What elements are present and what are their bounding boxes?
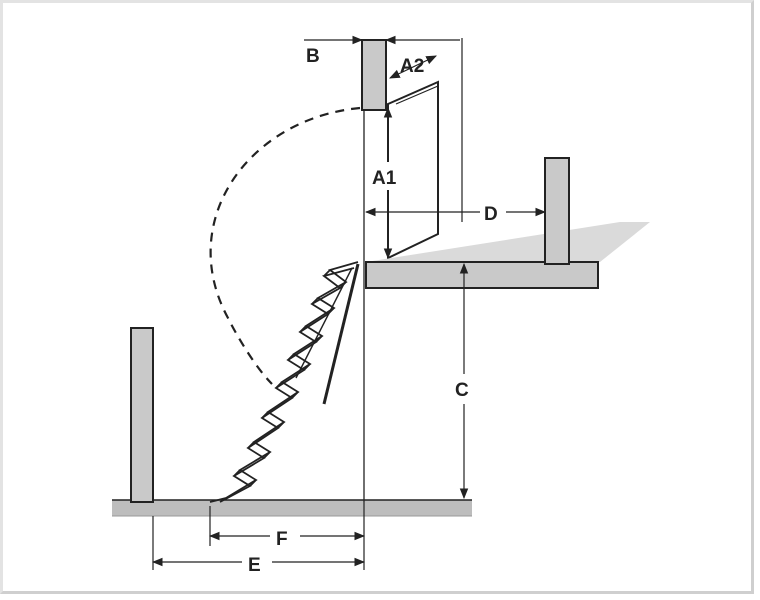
right-wall — [544, 157, 570, 265]
swing-arc — [209, 106, 361, 385]
e-label-bg — [242, 550, 272, 576]
d-label-bg — [480, 198, 506, 226]
ceiling-post — [361, 39, 387, 111]
label-b: B — [306, 46, 320, 67]
floor — [112, 499, 472, 517]
a1-label-bg — [370, 162, 404, 190]
scissor-ladder — [209, 261, 360, 503]
dim-a2-arrow — [389, 55, 437, 79]
label-e: E — [248, 555, 261, 576]
label-d: D — [484, 204, 498, 225]
label-a2: A2 — [400, 56, 424, 77]
label-c: C — [455, 380, 469, 401]
label-f: F — [276, 529, 288, 550]
left-wall — [130, 327, 154, 503]
label-a1: A1 — [372, 168, 397, 189]
f-label-bg — [270, 524, 300, 550]
c-label-bg — [452, 374, 476, 404]
